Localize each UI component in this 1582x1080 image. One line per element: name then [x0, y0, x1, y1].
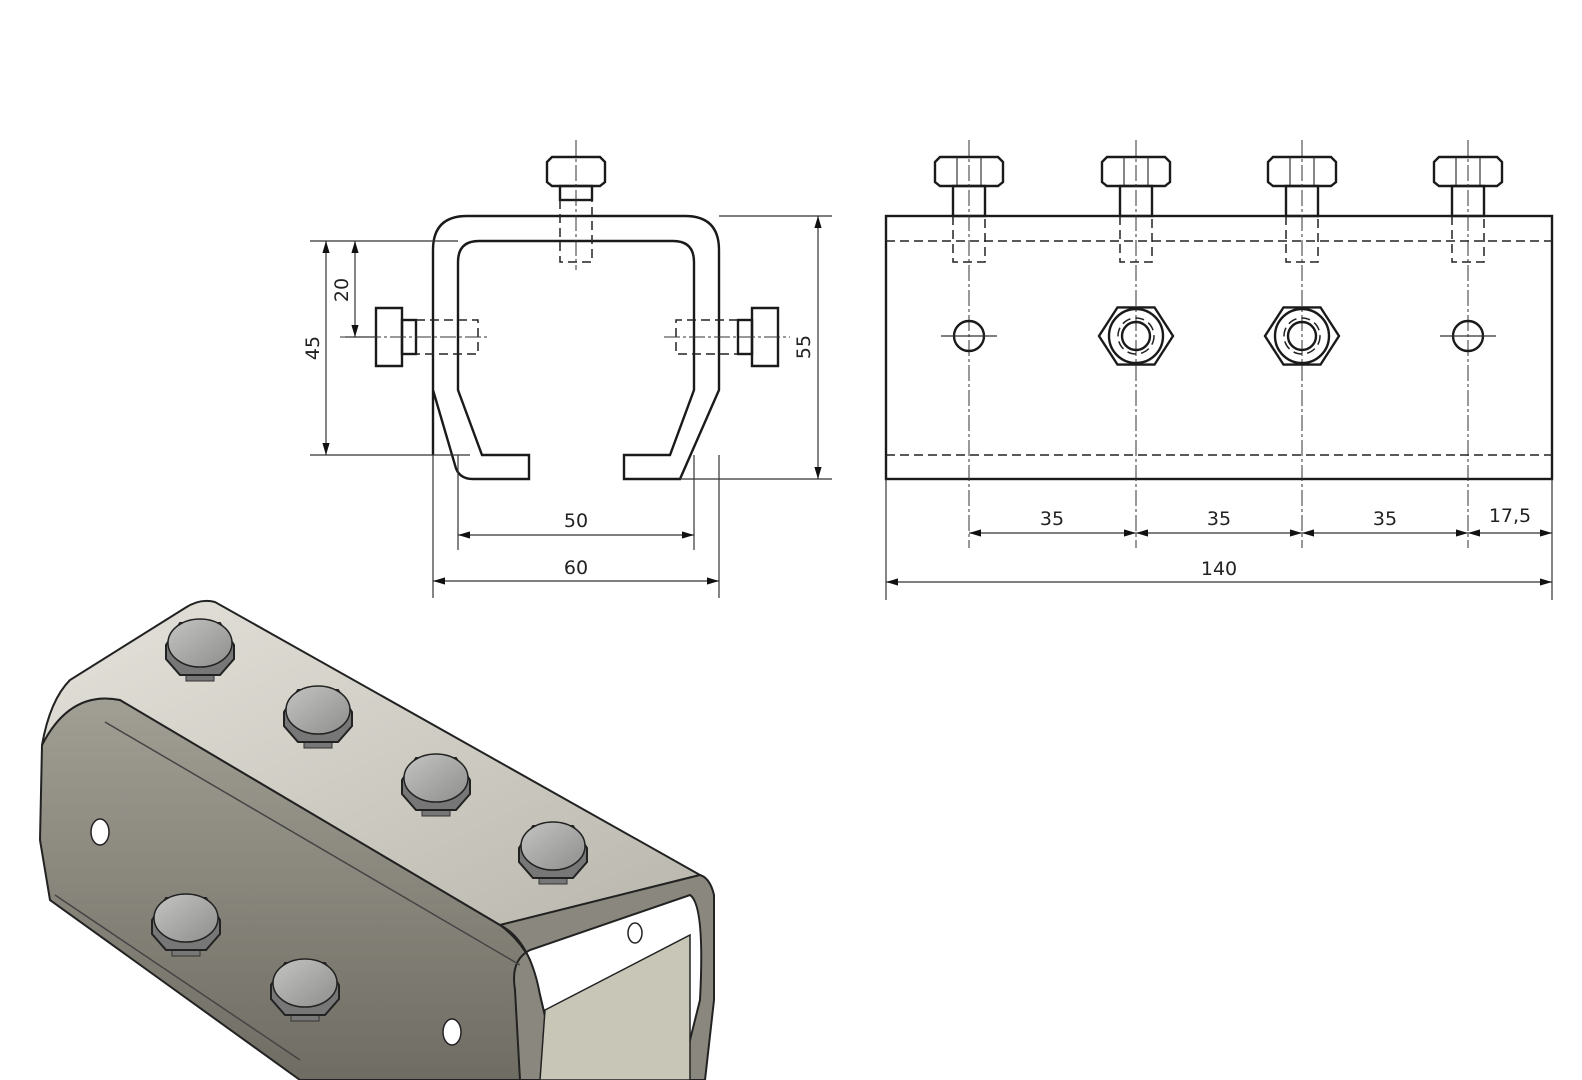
isometric-view [38, 599, 715, 1080]
side-bolt [1100, 140, 1172, 548]
profile-outline [431, 214, 721, 481]
dim-pitch-3: 35 [1373, 508, 1397, 530]
side-nut [1097, 306, 1175, 366]
iso-hole [627, 922, 643, 944]
dim-20: 20 [331, 278, 353, 302]
side-dimensions: 35 35 35 17,5 140 [885, 479, 1553, 600]
iso-bolt [401, 753, 471, 817]
side-view: 35 35 35 17,5 140 [884, 140, 1554, 600]
dim-45: 45 [302, 336, 324, 360]
dim-pitch-1: 35 [1040, 508, 1064, 530]
side-bolts [933, 140, 1504, 548]
iso-bolt [270, 958, 340, 1022]
iso-bolt [518, 821, 588, 885]
iso-bolt [151, 893, 221, 957]
side-nut [1263, 306, 1341, 366]
front-view: 20 45 55 50 60 [302, 140, 832, 598]
iso-bolt [283, 685, 353, 749]
left-bolt [340, 306, 490, 368]
side-body [884, 214, 1554, 481]
iso-bolt [165, 618, 235, 682]
side-bolt [933, 140, 1005, 548]
dim-60: 60 [564, 557, 588, 579]
dim-length: 140 [1201, 558, 1237, 580]
iso-bolts [151, 618, 588, 1022]
iso-hole [442, 1018, 462, 1046]
top-bolt [545, 140, 607, 270]
right-bolt [664, 306, 790, 368]
dim-pitch-2: 35 [1207, 508, 1231, 530]
dim-50: 50 [564, 510, 588, 532]
front-dimensions: 20 45 55 50 60 [302, 215, 832, 598]
iso-hole [90, 818, 110, 846]
dim-edge: 17,5 [1489, 505, 1531, 527]
dim-55: 55 [793, 335, 815, 359]
side-bolt [1432, 140, 1504, 548]
side-bolt [1266, 140, 1338, 548]
iso-end-face [497, 873, 715, 1080]
